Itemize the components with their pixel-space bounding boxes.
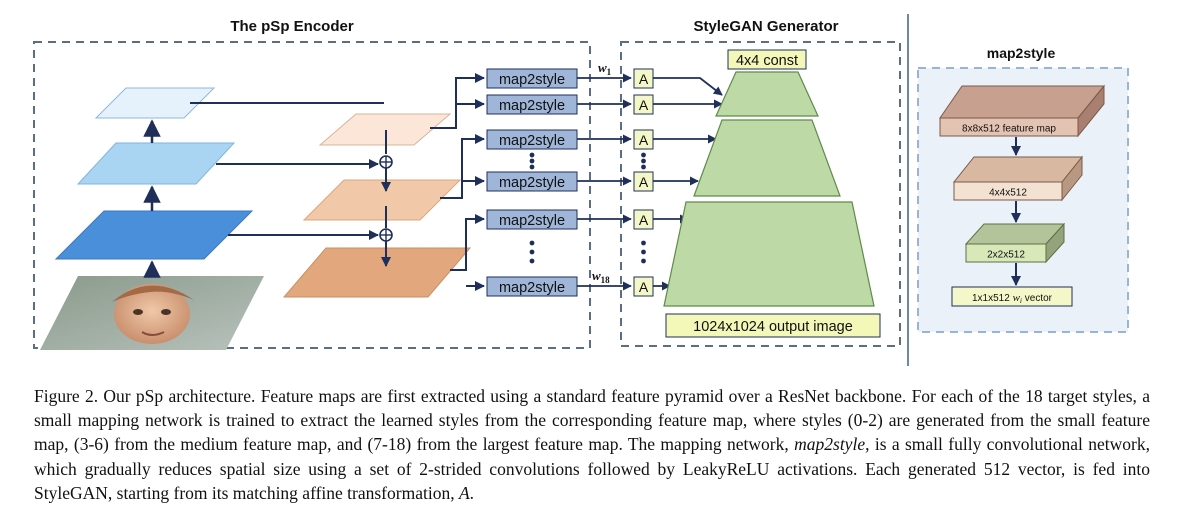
w1-label: w1 bbox=[598, 60, 612, 77]
generator-block-mid-res bbox=[693, 119, 841, 197]
architecture-diagram: The pSp Encoder StyleGAN Generator map2s… bbox=[33, 14, 1129, 366]
affine-box-1: A bbox=[633, 68, 654, 89]
affine-box-4: A bbox=[633, 171, 654, 192]
affine-box-5: A bbox=[633, 209, 654, 230]
detail-layer-2x2: 2x2x512 bbox=[964, 222, 1066, 264]
sum-node-lower bbox=[379, 228, 393, 242]
svg-text:A: A bbox=[639, 132, 649, 148]
map2style-detail-title: map2style bbox=[987, 45, 1056, 61]
caption-affine-term: A bbox=[458, 482, 470, 503]
svg-text:4x4 const: 4x4 const bbox=[736, 53, 798, 69]
style-arrows bbox=[577, 73, 632, 291]
map2style-block-2: map2style bbox=[486, 94, 578, 115]
const-input-box: 4x4 const bbox=[727, 49, 807, 70]
generator-block-high-res bbox=[663, 201, 875, 307]
ellipsis-dots-map2style-mid bbox=[529, 152, 535, 170]
branch-small bbox=[430, 73, 485, 129]
backbone-feature-medium bbox=[76, 142, 236, 185]
feature-map-medium bbox=[302, 179, 462, 221]
svg-text:2x2x512: 2x2x512 bbox=[987, 250, 1025, 261]
encoder-title: The pSp Encoder bbox=[230, 18, 354, 35]
svg-text:A: A bbox=[639, 212, 649, 228]
feature-map-large bbox=[282, 247, 472, 298]
map2style-block-1: map2style bbox=[486, 68, 578, 89]
figure-caption: Figure 2. Our pSp architecture. Feature … bbox=[34, 386, 1150, 503]
affine-box-2: A bbox=[633, 94, 654, 115]
affine-box-3: A bbox=[633, 129, 654, 150]
svg-text:A: A bbox=[639, 97, 649, 113]
ellipsis-dots-affine-mid bbox=[641, 152, 646, 170]
svg-text:map2style: map2style bbox=[499, 133, 565, 149]
encoder-frame bbox=[33, 41, 591, 349]
detail-layer-4x4: 4x4x512 bbox=[952, 155, 1084, 202]
svg-text:A: A bbox=[639, 71, 649, 87]
svg-text:map2style: map2style bbox=[499, 175, 565, 191]
svg-text:1024x1024 output image: 1024x1024 output image bbox=[693, 319, 853, 335]
output-image-box: 1024x1024 output image bbox=[665, 313, 881, 338]
svg-text:map2style: map2style bbox=[499, 98, 565, 114]
generator-frame bbox=[620, 41, 901, 347]
map2style-block-5: map2style bbox=[486, 209, 578, 230]
generator-title: StyleGAN Generator bbox=[693, 18, 838, 35]
svg-text:1x1x512 wi vector: 1x1x512 wi vector bbox=[972, 292, 1053, 305]
branch-large bbox=[450, 214, 485, 291]
backbone-feature-large bbox=[54, 210, 254, 260]
branch-medium bbox=[440, 134, 485, 199]
caption-map2style-term: map2style bbox=[794, 434, 866, 455]
affine-to-generator-arrows bbox=[653, 77, 723, 291]
map2style-block-4: map2style bbox=[486, 171, 578, 192]
map2style-block-3: map2style bbox=[486, 129, 578, 150]
ellipsis-dots-affine-low bbox=[641, 240, 646, 264]
sum-node-upper bbox=[379, 155, 393, 169]
svg-text:A: A bbox=[639, 174, 649, 190]
svg-text:4x4x512: 4x4x512 bbox=[989, 188, 1027, 199]
map2style-block-6: map2style bbox=[486, 276, 578, 297]
affine-box-6: A bbox=[633, 276, 654, 297]
w18-label: w18 bbox=[592, 268, 610, 285]
backbone-feature-small bbox=[94, 87, 216, 119]
svg-text:8x8x512 feature map: 8x8x512 feature map bbox=[962, 124, 1056, 135]
feature-map-small bbox=[318, 113, 452, 146]
input-face-image bbox=[40, 276, 264, 350]
generator-block-low-res bbox=[715, 71, 819, 117]
svg-text:map2style: map2style bbox=[499, 213, 565, 229]
svg-text:map2style: map2style bbox=[499, 280, 565, 296]
detail-layer-8x8: 8x8x512 feature map bbox=[939, 84, 1106, 138]
detail-output-vector: 1x1x512 wi vector bbox=[951, 286, 1073, 307]
svg-text:A: A bbox=[639, 279, 649, 295]
svg-text:map2style: map2style bbox=[499, 72, 565, 88]
ellipsis-dots-map2style-low bbox=[529, 240, 535, 264]
